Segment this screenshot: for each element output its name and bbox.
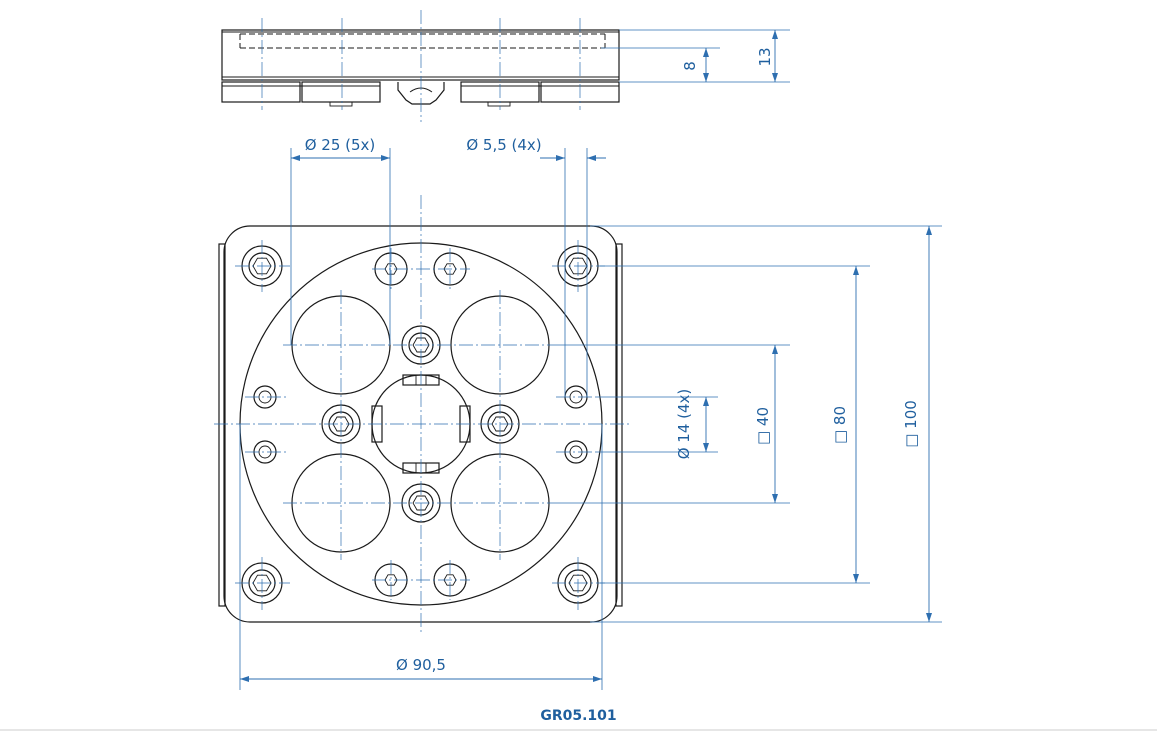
side-view-plate <box>221 29 620 81</box>
side-view-pad <box>221 81 301 103</box>
top-view <box>214 195 630 632</box>
dim-diameter-90-5: Ø 90,5 <box>396 656 446 674</box>
dim-mount-hole: Ø 5,5 (4x) <box>466 136 541 154</box>
bottom-divider <box>0 729 1157 731</box>
dim-thickness-group: 8 13 <box>601 29 790 83</box>
dim-large-bore-group: Ø 25 (5x) <box>290 136 391 345</box>
side-view <box>221 10 620 122</box>
side-view-pad <box>301 81 381 103</box>
dim-square-40: □ 40 <box>754 407 772 445</box>
part-number-label: GR05.101 <box>540 708 617 724</box>
dim-diameter-group: Ø 90,5 <box>239 424 603 690</box>
dim-square-40-group: □ 40 <box>560 344 790 504</box>
dim-square-80-group: □ 80 <box>600 265 870 584</box>
plate-side-tab <box>615 243 623 607</box>
dim-thickness-8: 8 <box>681 61 699 71</box>
dim-counterbore-group: Ø 14 (4x) <box>597 389 718 460</box>
dim-square-100: □ 100 <box>902 400 920 448</box>
plate-side-tab <box>218 243 226 607</box>
dim-mount-hole-group: Ø 5,5 (4x) <box>466 136 606 397</box>
dim-thickness-13: 13 <box>756 47 774 66</box>
centerlines <box>214 195 630 632</box>
dim-large-bore: Ø 25 (5x) <box>305 136 376 154</box>
dim-square-100-group: □ 100 <box>590 225 942 623</box>
dim-square-80: □ 80 <box>831 406 849 444</box>
dim-counterbore: Ø 14 (4x) <box>675 389 693 460</box>
